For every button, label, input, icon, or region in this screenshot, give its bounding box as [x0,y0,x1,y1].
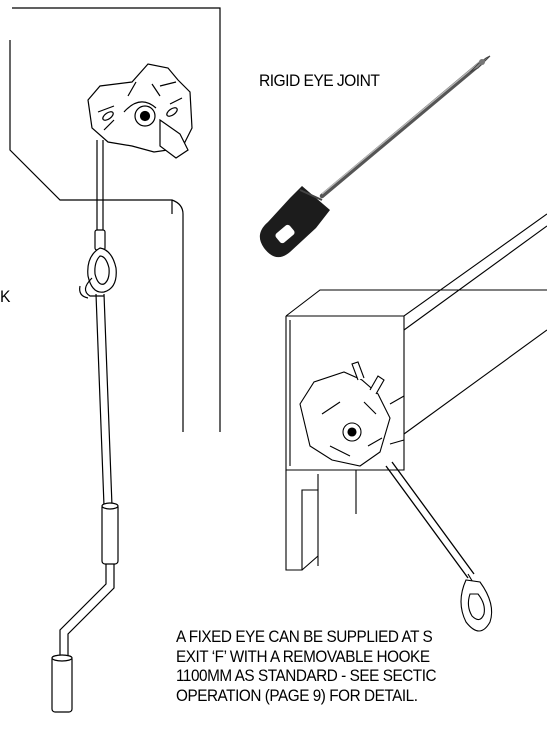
left-cut-off-label: K [0,287,10,306]
caption-text: A FIXED EYE CAN BE SUPPLIED AT S EXIT ‘F… [176,627,547,705]
caption-line-2: EXIT ‘F’ WITH A REMOVABLE HOOKE [176,646,430,666]
caption-line-1: A FIXED EYE CAN BE SUPPLIED AT S [176,627,433,646]
rigid-eye-joint-illustration [259,55,491,258]
caption-line-4: OPERATION (PAGE 9) FOR DETAIL. [176,685,418,705]
window-frame-illustration [9,7,221,713]
rigid-eye-joint-label: RIGID EYE JOINT [259,71,380,90]
box-frame-illustration [285,213,547,632]
caption-line-3: 1100MM AS STANDARD - SEE SECTIC [176,666,437,685]
